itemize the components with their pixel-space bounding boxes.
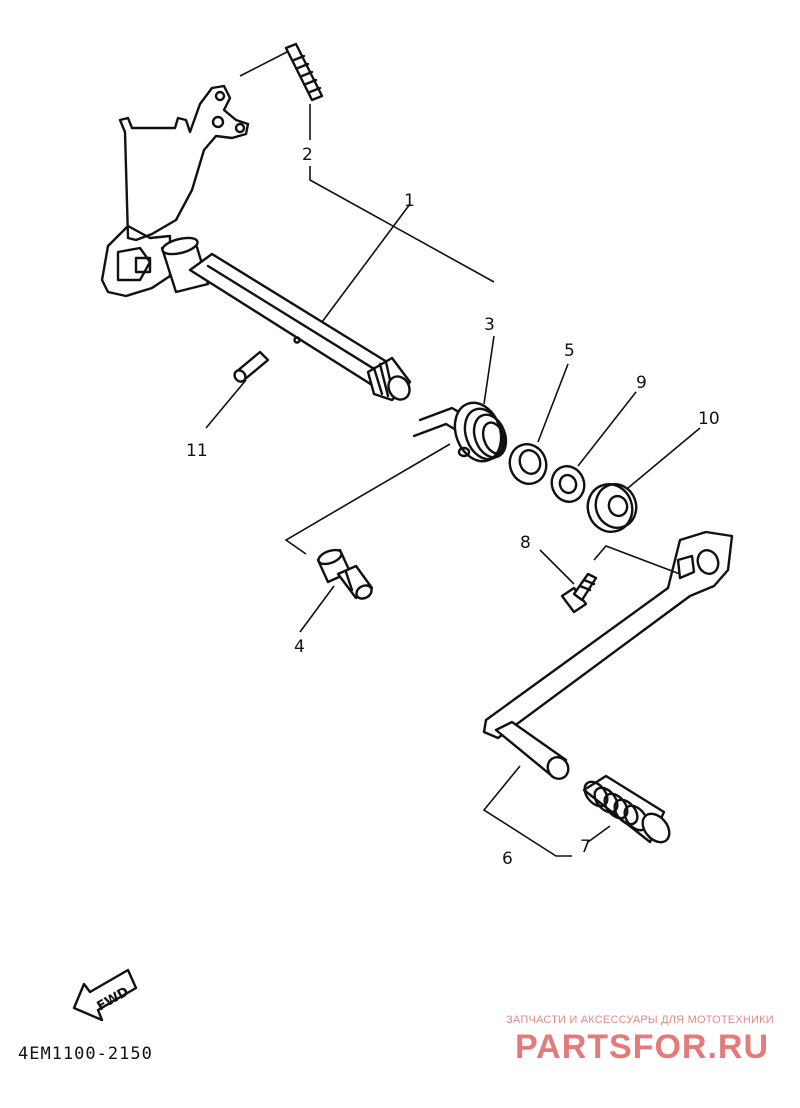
part-4-stud-bolt (316, 548, 374, 600)
callout-11: 11 (186, 441, 208, 461)
fwd-arrow: FWD (72, 968, 138, 1022)
leader-lines (205, 104, 701, 857)
part-10-grommet (586, 483, 638, 533)
part-8-bolt (560, 572, 598, 614)
part-2-spring (239, 42, 324, 102)
callout-5: 5 (564, 341, 575, 361)
callout-6: 6 (502, 849, 513, 869)
part-5-oil-seal (508, 443, 548, 485)
watermark-logo: PARTSFOR.RU (514, 1028, 770, 1066)
part-1-shift-shaft (100, 84, 412, 402)
part-11-dowel-pin (233, 350, 270, 383)
part-6-shift-pedal (482, 530, 734, 780)
watermark-tagline: ЗАПЧАСТИ И АКСЕССУАРЫ ДЛЯ МОТОТЕХНИКИ (506, 1014, 774, 1026)
part-9-washer (550, 465, 586, 503)
diagram-code: 4EM1100-2150 (18, 1044, 153, 1064)
part-3-torsion-spring (412, 401, 508, 463)
callout-7: 7 (580, 837, 591, 857)
callout-3: 3 (484, 315, 495, 335)
callout-10: 10 (698, 409, 720, 429)
callout-9: 9 (636, 373, 647, 393)
part-7-pedal-rubber (582, 774, 671, 844)
callout-1: 1 (404, 191, 415, 211)
callout-8: 8 (520, 533, 531, 553)
callout-numbers: 1 2 3 4 5 6 7 8 9 10 11 (186, 145, 720, 869)
callout-2: 2 (302, 145, 313, 165)
callout-4: 4 (294, 637, 305, 657)
